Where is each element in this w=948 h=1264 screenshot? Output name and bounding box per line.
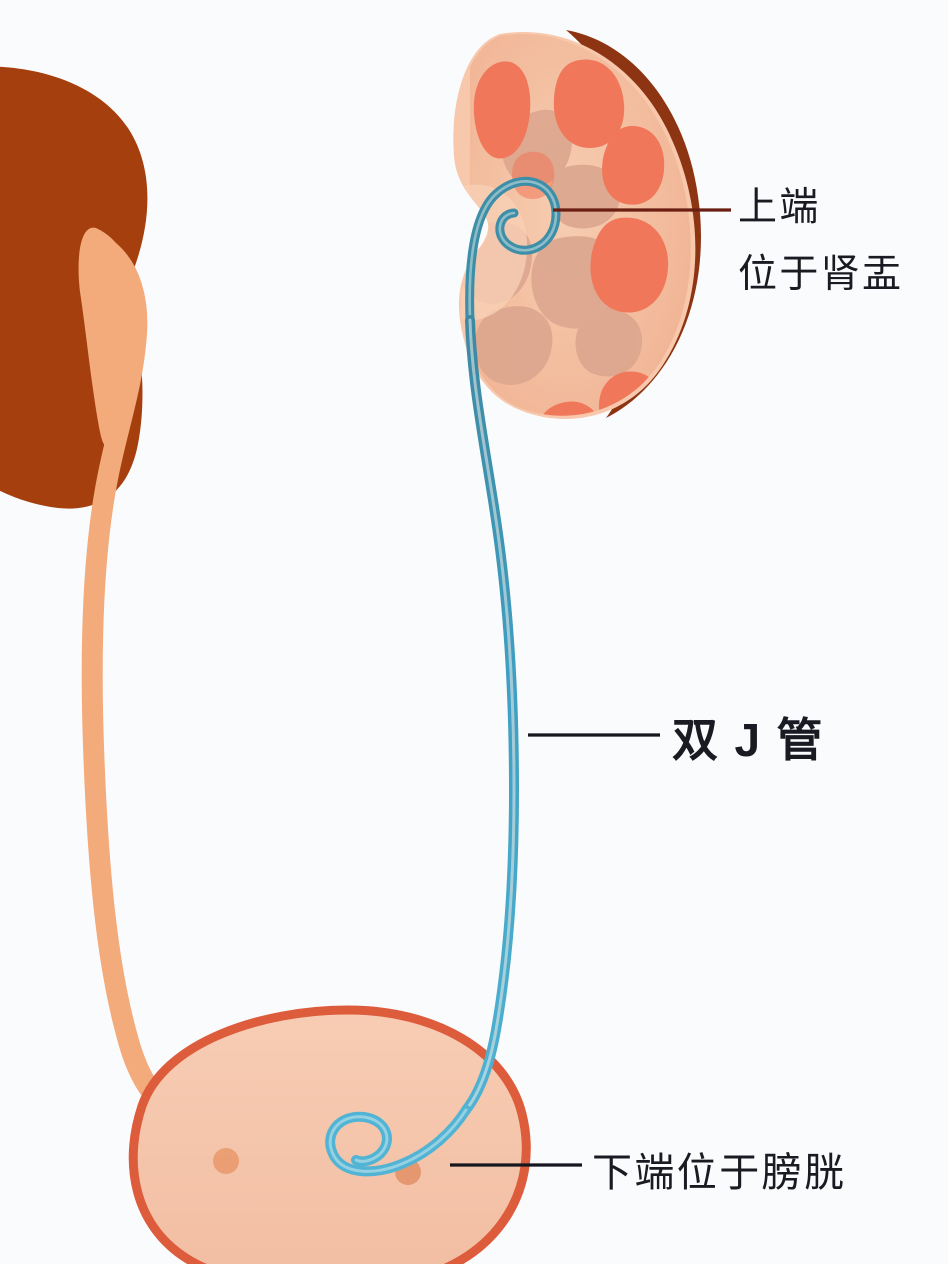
annotation-lower-end: 下端位于膀胱: [592, 1151, 847, 1195]
annotation-upper-end-detail: 位于肾盂: [738, 253, 904, 296]
annotation-upper-end-title: 上端: [738, 186, 821, 229]
left-renal-pelvis-shape: [78, 227, 140, 447]
kidney-pyramids: [468, 59, 669, 416]
stent-lower-pigtail-highlight: [328, 1108, 468, 1173]
stent-shaft-highlight: [464, 318, 516, 1112]
annotation-double-j-stent: 双 J 管: [672, 714, 825, 766]
stent-upper-pigtail-highlight: [468, 180, 558, 322]
double-j-stent-group: [325, 176, 561, 1177]
left-ureter-group: [78, 227, 163, 1103]
bladder-orifice-left: [213, 1148, 239, 1174]
stent-shaft: [461, 315, 520, 1115]
